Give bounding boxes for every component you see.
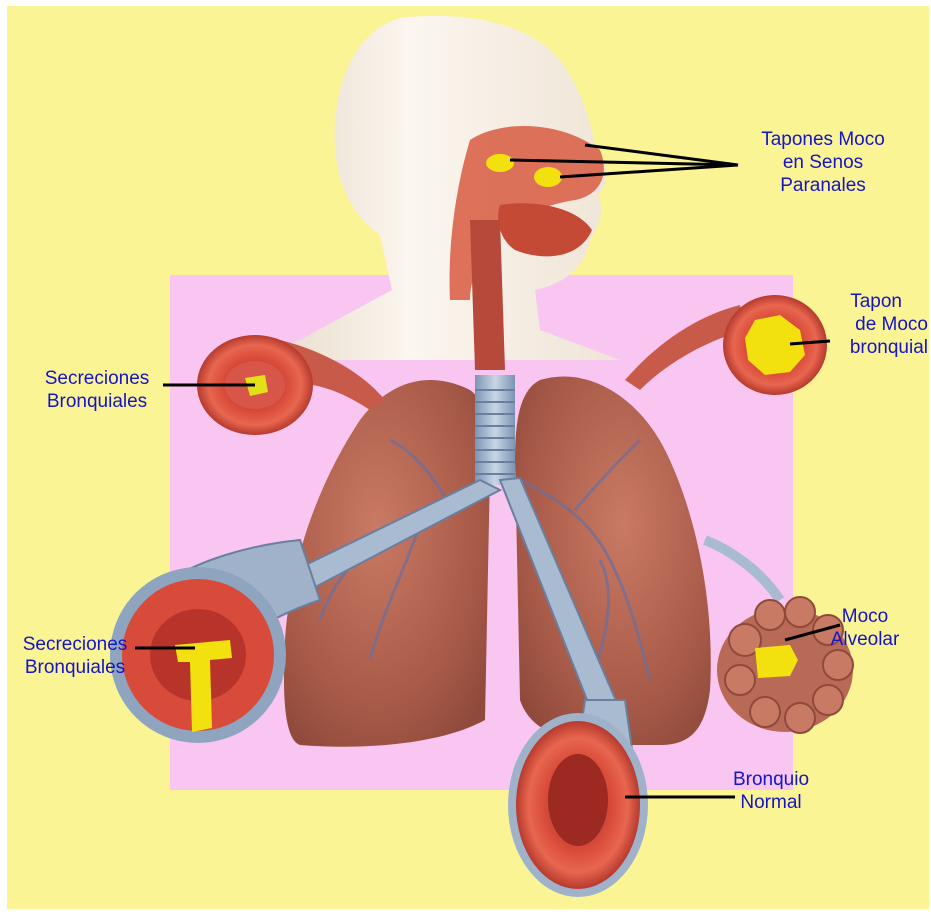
label-line: Tapones Moco: [730, 128, 916, 151]
label-line: Bronquio: [726, 768, 816, 791]
label-line: Secreciones: [6, 633, 144, 656]
label-line: bronquial: [820, 336, 928, 359]
label-line: Bronquiales: [30, 390, 164, 413]
pharynx: [470, 220, 505, 370]
label-line: de Moco: [820, 313, 928, 336]
label-line: Moco: [822, 605, 908, 628]
label-line: Secreciones: [30, 367, 164, 390]
label-line: Tapon: [820, 290, 928, 313]
label-bronchial-secretions-lower: Secreciones Bronquiales: [6, 633, 144, 679]
label-bronchial-mucus-plug: Tapon de Moco bronquial: [820, 290, 928, 359]
sinus-plug-1: [486, 154, 514, 172]
label-line: Alveolar: [822, 628, 908, 651]
label-line: Normal: [726, 791, 816, 814]
label-line: Paranales: [730, 174, 916, 197]
label-normal-bronchus: Bronquio Normal: [726, 768, 816, 814]
normal-bronchus-lumen: [548, 754, 608, 846]
sinus-plug-2: [534, 167, 562, 187]
label-alveolar-mucus: Moco Alveolar: [822, 605, 908, 651]
label-line: Bronquiales: [6, 656, 144, 679]
label-line: en Senos: [730, 151, 916, 174]
label-sinus-mucus-plugs: Tapones Moco en Senos Paranales: [730, 128, 916, 197]
trachea: [475, 375, 515, 485]
label-bronchial-secretions-upper: Secreciones Bronquiales: [30, 367, 164, 413]
